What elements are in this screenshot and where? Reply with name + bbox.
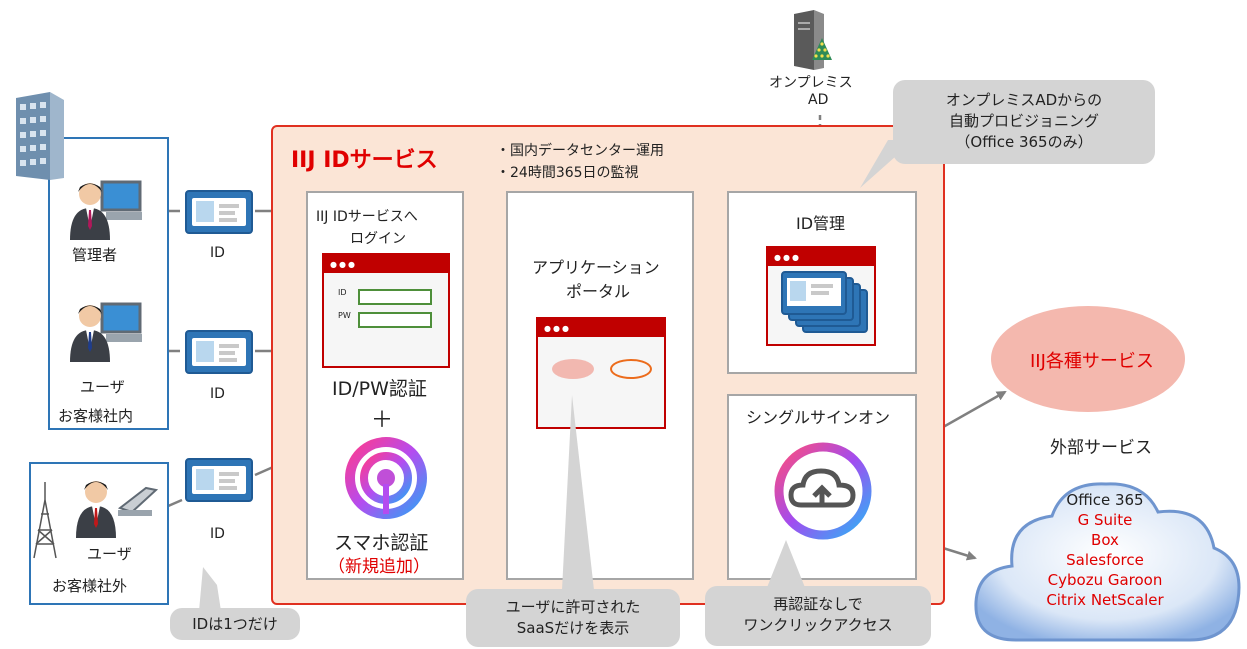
portal-window: ●●● [536,317,666,429]
user-person-icon [70,302,142,362]
service-bullet: ・国内データセンター運用 [496,143,664,159]
onprem-label: AD [808,92,829,108]
id-cards-stack-icon [781,271,868,333]
id-label: ID [210,386,225,402]
user-outside-label: ユーザ [87,545,132,563]
outside-label: お客様社外 [52,577,128,595]
outside-user-person-icon [76,481,159,538]
cloud-service-item: Salesforce [1066,551,1144,569]
id-input-field [358,289,432,305]
id-callout-text: IDは1つだけ [192,615,278,633]
cloud-icon [974,482,1241,642]
idpw-auth-label: ID/PW認証 [332,378,427,400]
id-management-title: ID管理 [796,214,846,233]
portal-callout-text: SaaSだけを表示 [516,619,630,637]
login-title: ログイン [350,231,406,247]
portal-title: アプリケーション [532,258,660,277]
smartphone-auth-icon [339,432,433,526]
external-services-title: 外部サービス [1050,438,1152,458]
onprem-callout: オンプレミスADからの 自動プロビジョニング （Office 365のみ） [893,80,1155,164]
cloud-upload-icon [767,435,879,547]
cloud-service-item: Box [1091,531,1119,549]
id-label: ID [210,526,225,542]
app-tile-shape [552,359,594,379]
window-dots-icon: ●●● [330,260,357,269]
cloud-service-item: Citrix NetScaler [1046,591,1164,609]
id-card-icon [185,330,253,374]
app-tile-shape [610,359,652,379]
user-inside-label: ユーザ [80,378,125,396]
form-label-id: ID [338,288,347,297]
inside-label: お客様社内 [58,407,134,425]
id-card-icon [185,458,253,502]
id-card-icon [185,190,253,234]
window-dots-icon: ●●● [774,253,801,262]
pw-input-field [358,312,432,328]
building-icon [16,92,64,180]
iij-services-label: IIJ各種サービス [1030,351,1154,372]
admin-label: 管理者 [72,246,118,264]
callout-pointer [766,540,806,590]
new-addition-label: （新規追加） [328,557,430,577]
onprem-callout-text: （Office 365のみ） [955,133,1093,151]
sso-title: シングルサインオン [746,408,891,427]
admin-person-icon [70,180,142,240]
service-bullet: ・24時間365日の監視 [496,165,639,181]
portal-title: ポータル [566,282,631,301]
server-icon [794,10,832,70]
id-callout: IDは1つだけ [170,608,300,640]
login-form-window: ●●● ID PW [322,253,450,368]
cloud-service-item: G Suite [1077,511,1133,529]
onprem-label: オンプレミス [769,75,853,91]
cloud-service-item: Office 365 [1066,491,1144,509]
tower-icon [33,482,57,559]
plus-sign: ＋ [371,408,394,433]
window-dots-icon: ●●● [544,324,571,333]
cloud-services-list: Office 365 G Suite Box Salesforce Cybozu… [1025,490,1185,610]
sso-callout-text: ワンクリックアクセス [743,616,893,634]
iij-services-ellipse [991,306,1185,412]
sso-callout-text: 再認証なしで [773,595,863,613]
onprem-callout-text: オンプレミスADからの [945,91,1103,109]
id-label: ID [210,245,225,261]
callout-pointer [562,395,594,590]
service-title: IIJ IDサービス [291,148,438,173]
login-title: IIJ IDサービスへ [316,209,418,225]
portal-callout-text: ユーザに許可された [505,598,641,616]
smartphone-auth-label: スマホ認証 [334,532,429,554]
form-label-pw: PW [338,311,351,320]
sso-callout: 再認証なしで ワンクリックアクセス [705,586,931,646]
cloud-service-item: Cybozu Garoon [1047,571,1163,589]
onprem-callout-text: 自動プロビジョニング [948,112,1099,130]
callout-pointer [199,567,221,611]
portal-callout: ユーザに許可された SaaSだけを表示 [466,589,680,647]
